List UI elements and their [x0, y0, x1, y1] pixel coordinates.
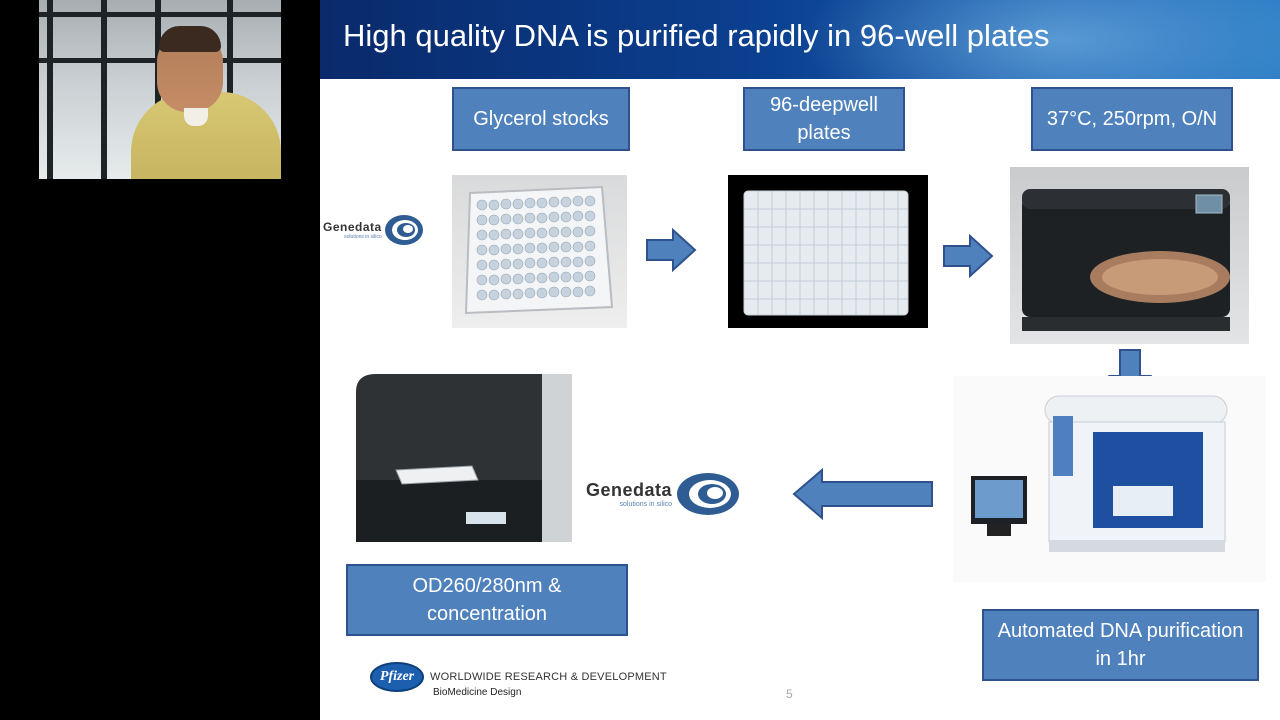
spectrophotometer-image	[346, 362, 578, 554]
genedata-swirl-icon	[677, 473, 740, 515]
label-deepwell-plates: 96-deepwell plates	[743, 87, 905, 151]
right-arrow-icon	[646, 228, 697, 272]
deepwell-plate-image	[728, 175, 928, 328]
incubator-shaker-image	[1010, 167, 1249, 344]
label-glycerol-stocks: Glycerol stocks	[452, 87, 630, 151]
slide-title: High quality DNA is purified rapidly in …	[343, 18, 1050, 53]
presentation-slide: High quality DNA is purified rapidly in …	[320, 0, 1280, 720]
page-number: 5	[786, 687, 793, 701]
label-incubation: 37°C, 250rpm, O/N	[1031, 87, 1233, 151]
title-bar: High quality DNA is purified rapidly in …	[320, 0, 1280, 79]
label-od-concentration: OD260/280nm & concentration	[346, 564, 628, 636]
right-arrow-icon	[943, 234, 994, 278]
genedata-logo-small: Genedata solutions in silico	[323, 214, 424, 246]
left-arrow-icon	[792, 468, 933, 520]
label-automated-purification: Automated DNA purification in 1hr	[982, 609, 1259, 681]
purification-robot-image	[953, 376, 1266, 582]
genedata-logo-large: Genedata solutions in silico	[586, 472, 740, 516]
pfizer-logo: Pfizer WORLDWIDE RESEARCH & DEVELOPMENT	[370, 662, 667, 692]
well-plate-image	[452, 175, 627, 328]
worldwide-rd-text: WORLDWIDE RESEARCH & DEVELOPMENT	[430, 671, 667, 683]
webcam-video-feed	[39, 0, 281, 179]
biomedicine-design-text: BioMedicine Design	[433, 687, 522, 698]
genedata-swirl-icon	[384, 215, 423, 245]
